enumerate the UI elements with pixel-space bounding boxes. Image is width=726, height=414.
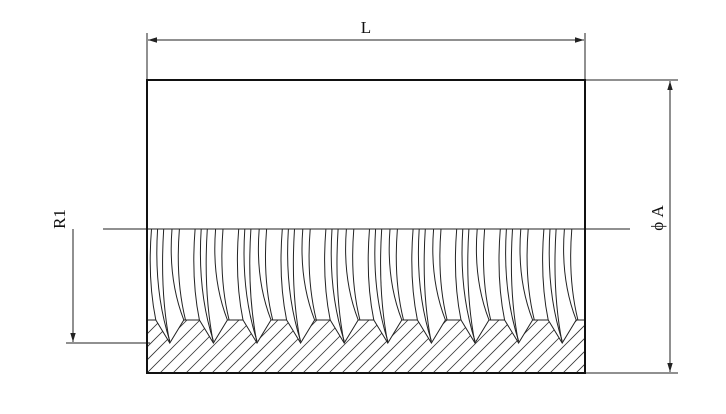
hatch-line (314, 320, 372, 372)
dimension-length: L (146, 18, 586, 80)
thread-flank-curve (257, 228, 272, 321)
label-diameter: ϕ A (648, 205, 667, 231)
hatch-line (496, 320, 554, 372)
thread-flank-curve (205, 228, 214, 344)
hatched-section (68, 318, 696, 374)
hatch-line (81, 318, 137, 374)
thread-flank-curve (199, 228, 214, 342)
thread-flank-curve (510, 228, 520, 344)
hatch-line (148, 320, 203, 372)
label-length: L (361, 18, 371, 37)
thread-flank-curve (411, 228, 418, 321)
thread-flank-curve (417, 228, 432, 342)
thread-flank-curve (221, 228, 230, 321)
thread-flank-curve (149, 228, 157, 321)
hatch-line (68, 318, 124, 374)
thread-flank-curve (292, 228, 302, 344)
thread-flank-curve (236, 228, 244, 321)
thread-flank-curve (336, 228, 345, 344)
hatch-line (148, 320, 151, 372)
hatch-line (601, 318, 657, 374)
thread-flank-curve (374, 228, 389, 342)
hatch-line (640, 318, 696, 374)
thread-flank-curve (454, 228, 462, 321)
hatch-line (561, 320, 584, 372)
dimension-radius: R1 (50, 209, 150, 344)
hatch-line (366, 320, 424, 372)
thread-flank-curve (249, 228, 258, 344)
thread-flank-curve (287, 228, 302, 342)
thread-flank-curve (570, 228, 579, 321)
thread-flank-curve (395, 228, 404, 321)
thread-flank-curve (156, 228, 171, 342)
dimension-diameter: ϕ A (586, 79, 678, 374)
thread-flank-curve (345, 228, 359, 321)
hatch-line (457, 320, 515, 372)
hatch-line (223, 320, 281, 372)
thread-flank-curve (280, 228, 288, 321)
part-outline (146, 79, 586, 374)
thread-flank-curve (548, 228, 563, 342)
thread-flank-curve (243, 228, 258, 342)
thread-flank-curve (423, 228, 432, 344)
thread-flank-curve (308, 228, 317, 321)
thread-flank-curve (554, 228, 563, 344)
thread-flank-curve (505, 228, 520, 342)
thread-flank-curve (214, 228, 228, 321)
thread-flank-curve (467, 228, 476, 344)
thread-flank-curve (162, 228, 171, 344)
hatch-line (548, 320, 584, 372)
hatch-line (588, 318, 644, 374)
thread-flank-curve (461, 228, 476, 342)
hatch-line (483, 320, 541, 372)
thread-flank-curve (170, 228, 185, 321)
hatch-line (405, 320, 463, 372)
thread-flank-curve (498, 228, 506, 321)
thread-flank-curve (542, 228, 549, 321)
thread-flank-curve (519, 228, 534, 321)
thread-flank-curve (264, 228, 274, 321)
thread-flank-curve (367, 228, 375, 321)
hatch-line (627, 318, 683, 374)
thread-flank-curve (432, 228, 446, 321)
thread-flank-curve (475, 228, 490, 321)
thread-flank-curve (388, 228, 403, 321)
thread-flank-curve (177, 228, 186, 321)
thread-flank-curve (526, 228, 535, 321)
hatch-line (353, 320, 411, 372)
hatch-line (275, 320, 333, 372)
hatch-line (148, 320, 164, 372)
thread-profile (148, 319, 584, 344)
hatch-line (236, 320, 294, 372)
hatch-line (535, 320, 584, 372)
thread-flank-curve (439, 228, 448, 321)
thread-flank-curve (193, 228, 200, 321)
thread-flank-curve (380, 228, 389, 344)
thread-flank-curve (330, 228, 345, 342)
hatch-line (197, 320, 255, 372)
label-radius: R1 (50, 209, 69, 229)
thread-flank-curve (563, 228, 577, 321)
hatch-line (444, 320, 502, 372)
hatch-line (184, 320, 242, 372)
hatch-line (327, 320, 385, 372)
thread-flank-curve (352, 228, 361, 321)
thread-flank-curve (324, 228, 331, 321)
thread-curves (149, 228, 579, 344)
hatch-line (614, 318, 670, 374)
thread-flank-curve (301, 228, 316, 321)
thread-flank-curve (482, 228, 492, 321)
